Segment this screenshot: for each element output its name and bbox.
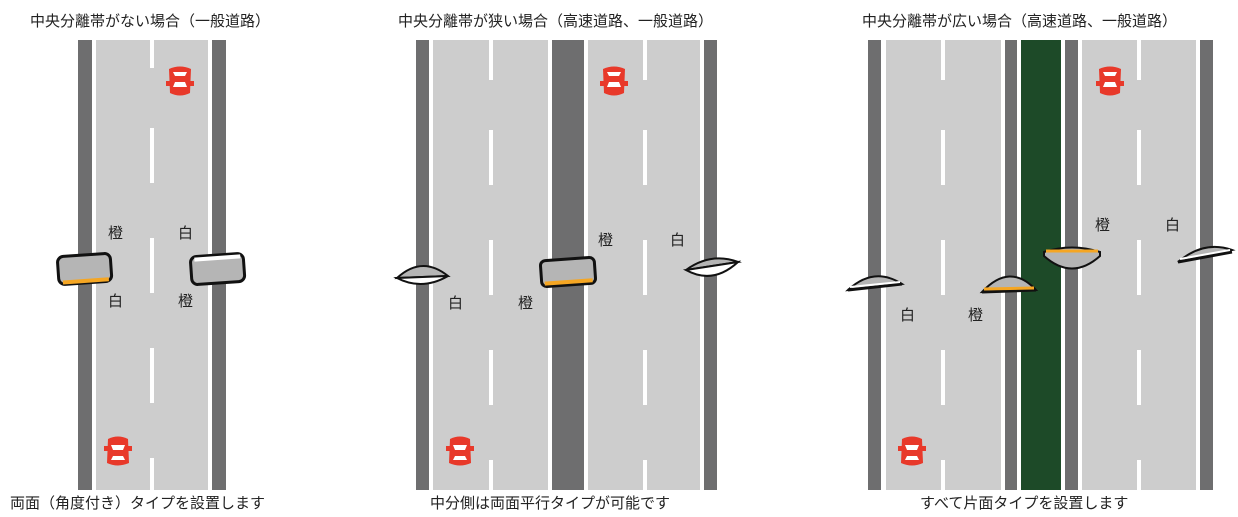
delineator-icon — [845, 275, 905, 292]
panel-2-caption: 中分側は両面平行タイプが可能です — [430, 494, 671, 512]
label-white: 白 — [900, 306, 916, 324]
panel-3-caption: すべて片面タイプを設置します — [920, 494, 1129, 512]
car-icon — [166, 66, 194, 96]
delineator-icon — [979, 275, 1039, 294]
delineator-icon — [56, 252, 114, 286]
panel-3-road — [868, 40, 1213, 490]
delineator-icon — [393, 265, 451, 285]
label-orange: 橙 — [518, 294, 534, 312]
label-orange: 橙 — [598, 231, 614, 249]
car-icon — [1096, 66, 1124, 96]
label-orange: 橙 — [108, 224, 124, 242]
label-white: 白 — [670, 231, 686, 249]
label-white: 白 — [178, 224, 194, 242]
panel-2-road — [416, 40, 717, 490]
delineator-icon — [1177, 246, 1236, 264]
panel-1-caption: 両面（角度付き）タイプを設置します — [10, 494, 266, 512]
delineator-icon — [538, 255, 598, 289]
label-orange: 橙 — [178, 292, 194, 310]
car-icon — [446, 436, 474, 466]
car-icon — [898, 436, 926, 466]
label-orange: 橙 — [1095, 216, 1111, 234]
label-white: 白 — [1165, 216, 1181, 234]
label-white: 白 — [108, 292, 124, 310]
delineator-icon — [189, 252, 247, 286]
car-icon — [600, 66, 628, 96]
car-icon — [104, 436, 132, 466]
label-orange: 橙 — [968, 306, 984, 324]
delineator-icon — [1043, 246, 1101, 270]
label-white: 白 — [448, 294, 464, 312]
delineator-icon — [682, 257, 742, 277]
panel-3-title: 中央分離帯が広い場合（高速道路、一般道路） — [862, 12, 1178, 30]
panel-1-title: 中央分離帯がない場合（一般道路） — [30, 12, 271, 30]
panel-2-title: 中央分離帯が狭い場合（高速道路、一般道路） — [398, 12, 714, 30]
